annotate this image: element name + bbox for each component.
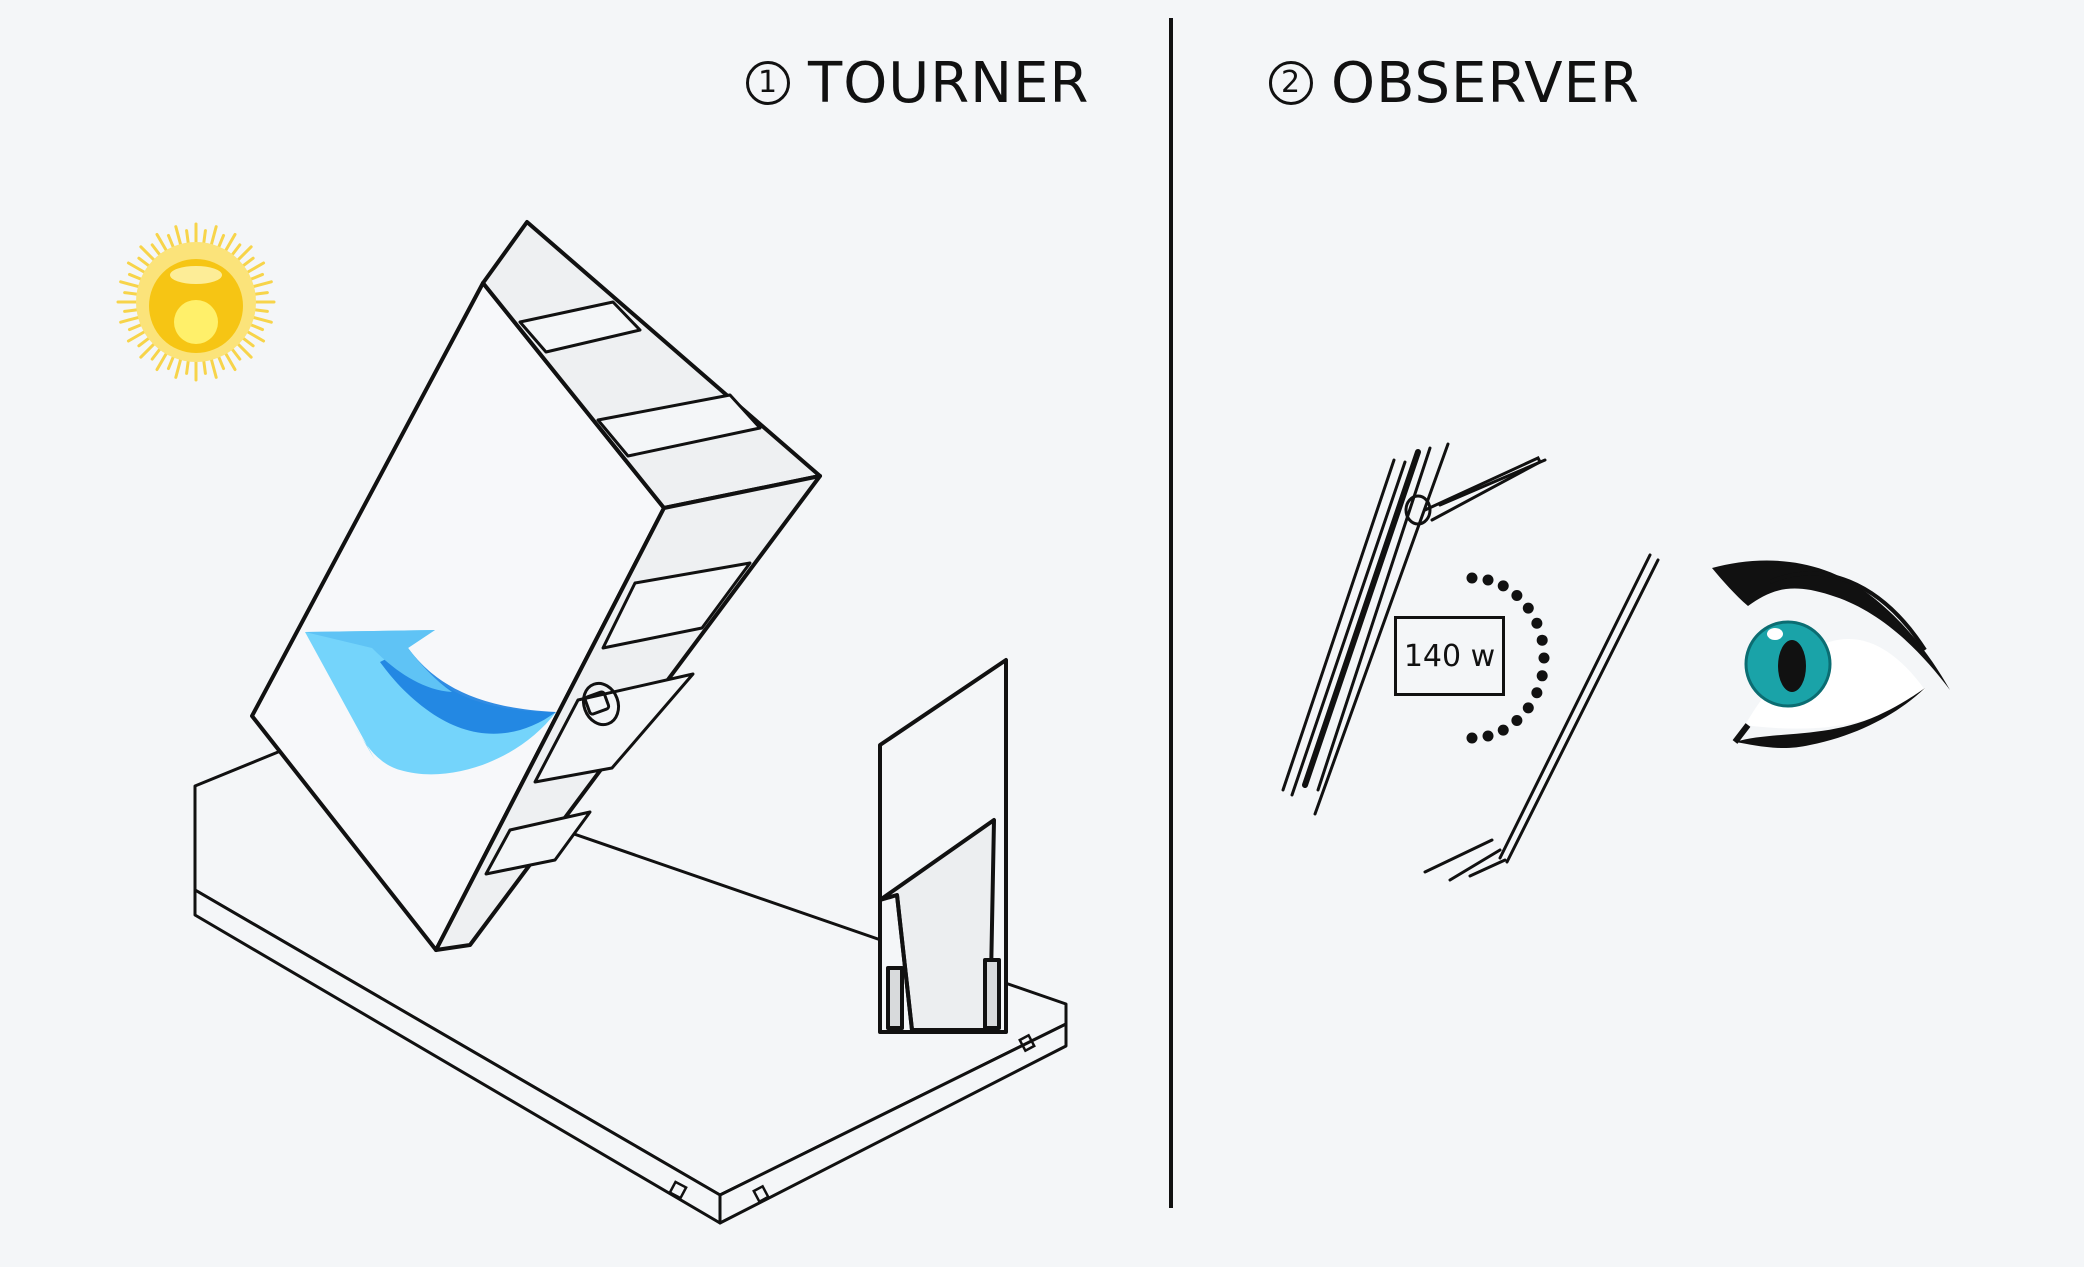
sun-ray (127, 323, 143, 332)
lamp-stand (878, 658, 1008, 1034)
sun-ray (231, 348, 242, 361)
sun-ray (242, 337, 255, 348)
dial-dot (1522, 702, 1534, 714)
step-1-number: 1 (746, 61, 790, 105)
sun-ray (185, 229, 190, 245)
sun-ray (202, 359, 207, 375)
sun-ray (119, 280, 140, 288)
sun-ray (137, 256, 150, 267)
sun-ray (242, 256, 255, 267)
step-2-label: OBSERVER (1331, 50, 1640, 116)
dial-dot (1511, 589, 1523, 601)
lamp-box (250, 220, 822, 952)
sun-ray (236, 342, 253, 359)
sun-ray (217, 233, 226, 249)
sun-ray (127, 272, 143, 281)
sun-ray (137, 337, 150, 348)
power-label: 140 w (1394, 616, 1505, 696)
sun-ray (210, 225, 218, 246)
sun-ray (123, 308, 139, 313)
sun-ray (150, 348, 161, 361)
sun-ray (236, 245, 253, 262)
step-2-title: 2 OBSERVER (1269, 48, 1640, 118)
sun-ray (253, 291, 269, 296)
dial-dot (1466, 732, 1478, 744)
curved-arrow-icon (305, 630, 556, 775)
sun-ray (155, 352, 168, 372)
sun-ray (217, 355, 226, 371)
sun-ray (249, 323, 265, 332)
sun-ray (224, 232, 237, 252)
sun-ray (231, 243, 242, 256)
sun-ray (252, 316, 273, 324)
dial-dot (1497, 580, 1509, 592)
dial-dot (1482, 730, 1494, 742)
dial-dot (1531, 687, 1543, 699)
sun-ray (185, 359, 190, 375)
sun-ray (155, 232, 168, 252)
sun-ray (139, 342, 156, 359)
sun-ray (174, 358, 182, 379)
sun-ray (253, 308, 269, 313)
step-2-number: 2 (1269, 61, 1313, 105)
sun-ray (249, 272, 265, 281)
sun-ray (126, 330, 146, 343)
lamp-switch (581, 681, 621, 727)
sun-icon (116, 222, 276, 382)
dial-dot (1522, 602, 1534, 614)
sun-ray (119, 316, 140, 324)
sun-ray (139, 245, 156, 262)
step-1-title: 1 TOURNER (746, 48, 1089, 118)
sun-ray (252, 280, 273, 288)
step-1-label: TOURNER (808, 50, 1090, 116)
dial-dot (1531, 617, 1543, 629)
sun-ray (210, 358, 218, 379)
sun-ray (126, 261, 146, 274)
sun-ray (123, 291, 139, 296)
power-dial-dots (1466, 572, 1550, 744)
dial-dot (1536, 670, 1548, 682)
sun-ray (202, 229, 207, 245)
dial-dot (1538, 652, 1550, 664)
eye-icon (1712, 560, 1950, 749)
lamp-housing-lines (1281, 442, 1660, 882)
sun-ray (166, 355, 175, 371)
dial-dot (1466, 572, 1478, 584)
sun-ray (150, 243, 161, 256)
base-slots (668, 1033, 1036, 1204)
sun-ray (166, 233, 175, 249)
sun-ray (174, 225, 182, 246)
sun-ray (224, 352, 237, 372)
dial-dot (1497, 724, 1509, 736)
dial-dot (1511, 715, 1523, 727)
sun-ray (246, 261, 266, 274)
dial-dot (1536, 634, 1548, 646)
dial-dot (1482, 574, 1494, 586)
sun-ray (246, 330, 266, 343)
